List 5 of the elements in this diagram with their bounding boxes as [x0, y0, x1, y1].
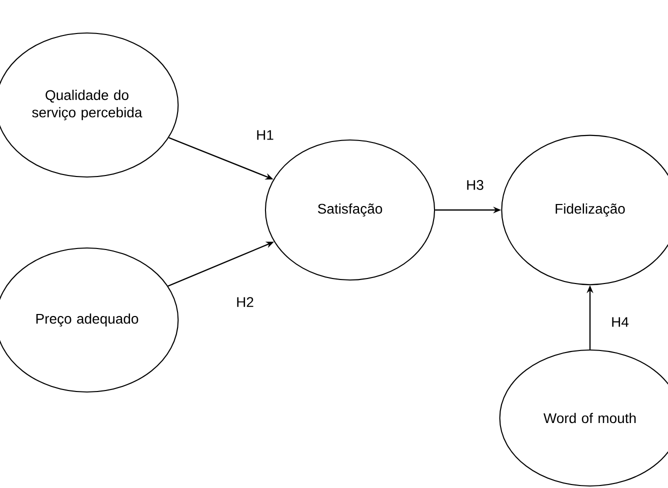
ellipse-node: Satisfação: [264, 139, 436, 281]
edge-label: H2: [237, 297, 254, 307]
edge-label: H4: [612, 317, 629, 327]
edge-label: H3: [467, 180, 484, 190]
edge-label: H1: [257, 130, 274, 140]
